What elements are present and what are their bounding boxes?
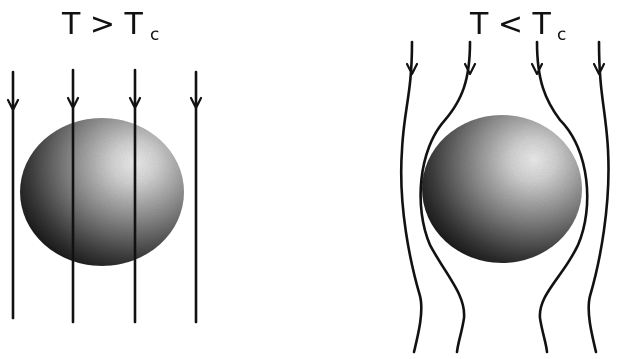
panel-normal-state: T > T c [8, 7, 201, 322]
panel-superconducting-label-subscript: c [557, 25, 566, 45]
sphere-superconducting [422, 115, 582, 263]
panel-superconducting-state: T < T c [401, 7, 608, 352]
field-line-expelled-4 [589, 42, 609, 352]
sphere-normal [20, 118, 184, 266]
panel-normal-label: T > T [61, 7, 144, 42]
panel-normal-label-subscript: c [150, 25, 159, 45]
panel-superconducting-label: T < T [469, 7, 552, 42]
field-line-expelled-1 [401, 42, 421, 352]
